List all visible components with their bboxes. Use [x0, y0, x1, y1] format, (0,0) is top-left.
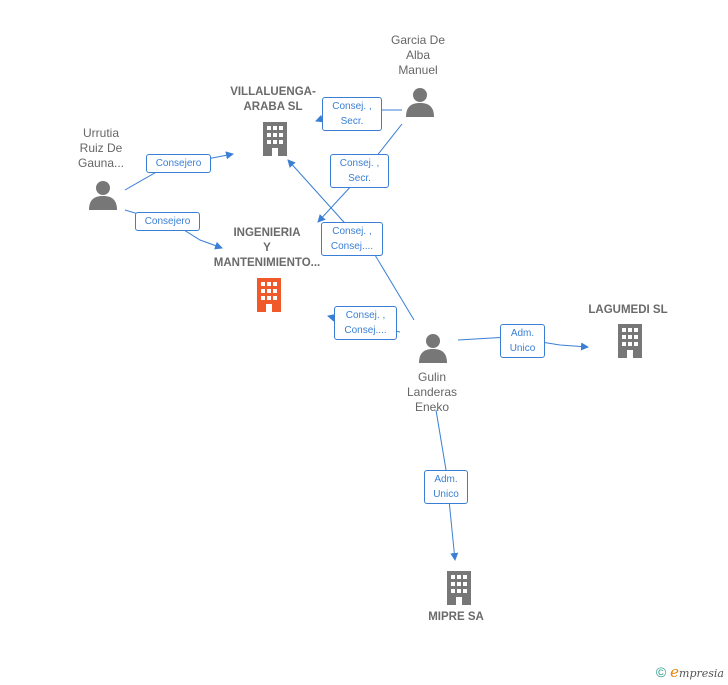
- edge-label-gulin-ingenieria[interactable]: Consej. , Consej....: [334, 306, 397, 340]
- edge-label-gulin-villaluenga[interactable]: Consej. , Consej....: [321, 222, 383, 256]
- person-icon[interactable]: [87, 180, 119, 215]
- building-icon[interactable]: [444, 569, 474, 610]
- building-icon-highlighted[interactable]: [254, 276, 284, 317]
- edge-label-garcia-villaluenga[interactable]: Consej. , Secr.: [322, 97, 382, 131]
- node-label-gulin[interactable]: Gulin Landeras Eneko: [406, 370, 458, 414]
- copyright-icon: ©: [655, 664, 667, 680]
- node-label-ingenieria[interactable]: INGENIERIA Y MANTENIMIENTO...: [213, 227, 321, 269]
- empresia-logo[interactable]: ©empresia: [655, 663, 724, 681]
- edge-label-urrutia-ingenieria[interactable]: Consejero: [135, 212, 200, 231]
- building-icon[interactable]: [615, 322, 645, 363]
- edge-label-gulin-lagumedi[interactable]: Adm. Unico: [500, 324, 545, 358]
- edge-label-urrutia-villaluenga[interactable]: Consejero: [146, 154, 211, 173]
- edge-label-garcia-ingenieria[interactable]: Consej. , Secr.: [330, 154, 389, 188]
- edge-label-gulin-mipre[interactable]: Adm. Unico: [424, 470, 468, 504]
- building-icon[interactable]: [260, 120, 290, 161]
- node-label-mipre[interactable]: MIPRE SA: [428, 611, 484, 623]
- person-icon[interactable]: [417, 333, 449, 368]
- person-icon[interactable]: [404, 87, 436, 122]
- node-label-urrutia[interactable]: Urrutia Ruiz De Gauna...: [77, 126, 125, 170]
- node-label-lagumedi[interactable]: LAGUMEDI SL: [588, 304, 668, 316]
- node-label-villaluenga[interactable]: VILLALUENGA- ARABA SL: [230, 86, 316, 113]
- node-label-garcia[interactable]: Garcia De Alba Manuel: [390, 33, 446, 77]
